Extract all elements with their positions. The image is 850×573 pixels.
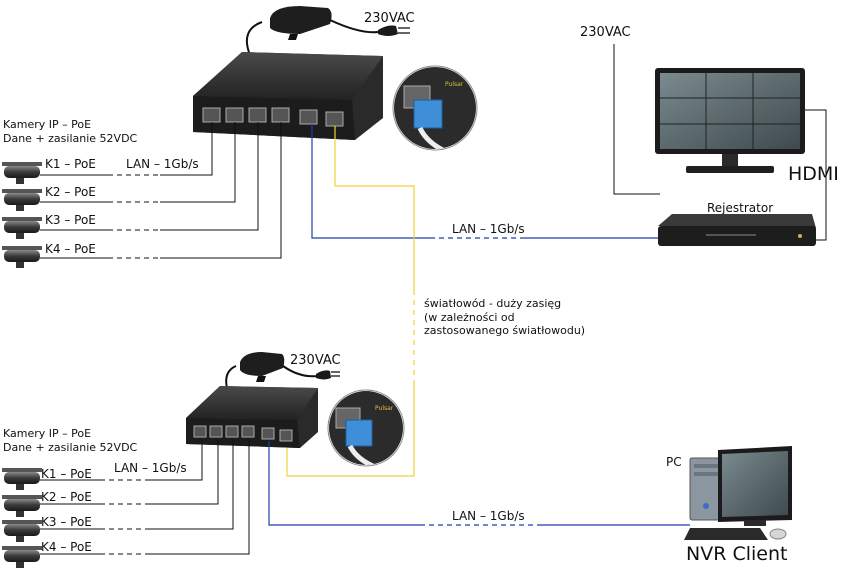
hdmi-label: HDMI — [788, 163, 839, 185]
camera-icon — [2, 520, 42, 542]
power-plug-top — [378, 25, 410, 36]
cam-label: K3 – PoE — [41, 515, 92, 529]
lan-cam-label-bottom: LAN – 1Gb/s — [114, 461, 187, 475]
camera-cables-bottom — [40, 440, 250, 555]
monitor-icon — [655, 68, 805, 173]
fiber-label-2: (w zależności od — [424, 311, 515, 324]
camera-icon — [2, 495, 42, 517]
power-label-monitor: 230VAC — [580, 25, 631, 40]
cam-label: K4 – PoE — [45, 242, 96, 256]
cams-title-bottom-1: Kamery IP – PoE — [3, 427, 91, 440]
switch-bottom — [186, 386, 318, 448]
camera-cables-top — [40, 122, 282, 259]
camera-group-top — [2, 162, 42, 268]
camera-icon — [2, 189, 42, 211]
lan-line-pc — [268, 441, 690, 526]
power-adapter-top — [246, 6, 379, 56]
pc-label: PC — [666, 455, 682, 469]
fiber-label-3: zastosowanego światłowodu) — [424, 324, 585, 337]
cam-label: K2 – PoE — [41, 490, 92, 504]
recorder-icon — [658, 214, 816, 246]
nvr-client-label: NVR Client — [686, 543, 787, 565]
switch-bottom-ports — [193, 425, 293, 442]
lan-rec-label: LAN – 1Gb/s — [452, 222, 525, 236]
switch-top — [193, 52, 383, 140]
cam-label: K1 – PoE — [45, 157, 96, 171]
pc-icon — [684, 446, 792, 540]
camera-icon — [2, 468, 42, 490]
fiber-line — [286, 126, 415, 477]
cam-label: K3 – PoE — [45, 213, 96, 227]
sfp-detail-bottom: Pulsar — [327, 389, 405, 467]
lan-cam-label-top: LAN – 1Gb/s — [126, 157, 199, 171]
fiber-label-1: światłowód - duży zasięg — [424, 297, 561, 310]
cam-label: K4 – PoE — [41, 540, 92, 554]
camera-icon — [2, 217, 42, 239]
cams-title-top-2: Dane + zasilanie 52VDC — [3, 132, 138, 145]
power-label-bottom: 230VAC — [290, 353, 341, 368]
brand-logo-bottom: Pulsar — [375, 405, 394, 412]
camera-group-bottom — [2, 468, 42, 568]
camera-icon — [2, 246, 42, 268]
brand-logo-top: Pulsar — [445, 81, 464, 88]
sfp-detail-top: Pulsar — [392, 65, 478, 151]
lan-line-recorder — [311, 124, 658, 239]
camera-icon — [2, 546, 42, 568]
recorder-label: Rejestrator — [707, 201, 773, 215]
lan-pc-label: LAN – 1Gb/s — [452, 509, 525, 523]
cams-title-top-1: Kamery IP – PoE — [3, 118, 91, 131]
power-plug-bottom — [316, 370, 340, 380]
cam-label: K2 – PoE — [45, 185, 96, 199]
cam-label: K1 – PoE — [41, 467, 92, 481]
power-label-top: 230VAC — [364, 11, 415, 26]
camera-icon — [2, 162, 42, 184]
monitor-power-cable — [613, 44, 660, 195]
cams-title-bottom-2: Dane + zasilanie 52VDC — [3, 441, 138, 454]
power-adapter-bottom — [225, 352, 319, 393]
